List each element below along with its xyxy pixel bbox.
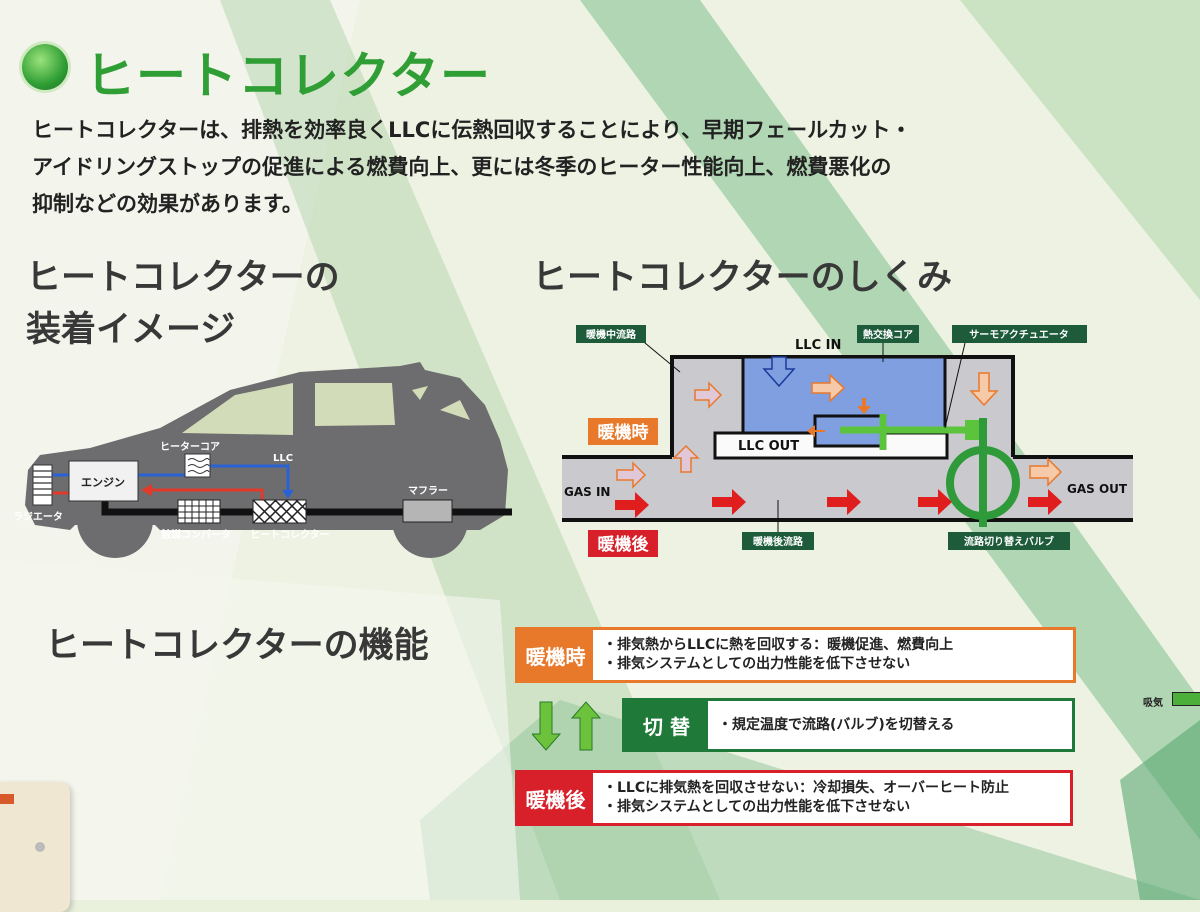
muffler-label: マフラー [408,485,448,497]
heat-collector-icon [252,499,307,524]
function-box-during: 暖機時 ・排気熱からLLCに熱を回収する：暖機促進、燃費向上 ・排気システムとし… [515,627,1076,683]
core-tag: 熱交換コア [863,328,913,341]
function-box-switch: 切 替 ・規定温度で流路(バルブ)を切替える [622,698,1075,752]
intro-line: ヒートコレクターは、排熱を効率良くLLCに伝熱回収することにより、早期フェールカ… [32,118,912,142]
catalyst-icon [177,499,221,524]
valve-tag: 流路切り替えバルブ [964,535,1054,548]
intake-bar [1172,692,1200,706]
install-heading-line: ヒートコレクターの [26,258,340,298]
warmup-flow-arrows [616,381,723,489]
llc-out-label: LLC OUT [738,439,799,454]
exhaust-pipe [101,500,512,516]
intro-text: ヒートコレクターは、排熱を効率良くLLCに伝熱回収することにより、早期フェールカ… [32,112,911,223]
catalyst-label: 触媒コンバータ [160,528,231,541]
gas-in-label: GAS IN [564,485,610,499]
gas-out-label: GAS OUT [1067,482,1128,496]
function-label: 切 替 [625,701,708,749]
mechanism-heading: ヒートコレクターのしくみ [532,258,953,298]
foreground-object [0,782,70,912]
install-heading-line: 装着イメージ [26,310,236,350]
function-line: ・規定温度で流路(バルブ)を切替える [718,716,955,733]
radiator-label: ラジエータ [13,511,63,523]
car-installation-diagram: エンジン ヒーターコア LLC ラジエータ 触媒コンバータ ヒートコレクター マ… [13,362,512,558]
llc-in-arrow-icon [762,356,796,388]
after-path-tag: 暖機後流路 [753,535,804,548]
heater-core-label: ヒーターコア [160,441,220,453]
function-box-after: 暖機後 ・LLCに排気熱を回収させない：冷却損失、オーバーヒート防止 ・排気シス… [515,770,1073,826]
function-line: ・排気システムとしての出力性能を低下させない [603,656,911,672]
engine-box [68,460,139,502]
actuator-tag: サーモアクチュエータ [969,329,1069,341]
intake-label: 吸気 [1143,698,1163,709]
mechanism-diagram: LLC IN LLC OUT GAS IN GAS OUT 暖機中流路 熱交換コ… [562,325,1133,557]
function-line: ・LLCに排気熱を回収させない：冷却損失、オーバーヒート防止 [603,780,1009,796]
during-tag: 暖機時 [598,422,649,443]
llc-line [210,464,290,492]
engine-label: エンジン [81,476,125,489]
switch-arrows-icon [532,701,602,751]
rear-window [315,383,395,426]
llc-label: LLC [273,453,293,464]
llc-in-label: LLC IN [795,338,841,353]
title-bullet-icon [22,44,68,90]
page-title: ヒートコレクター [85,47,491,105]
front-window [182,383,293,435]
after-tag: 暖機後 [598,534,650,555]
intro-line: アイドリングストップの促進による燃費向上、更には冬季のヒーター性能向上、燃費悪化… [32,155,892,179]
function-label: 暖機時 [518,630,593,680]
after-flow-arrows [615,489,1062,518]
radiator-icon [32,464,53,506]
muffler-icon [402,499,453,523]
heater-core-icon [184,453,211,478]
functions-heading: ヒートコレクターの機能 [45,626,429,666]
heat-collector-label: ヒートコレクター [250,529,330,541]
intro-line: 抑制などの効果があります。 [32,192,303,216]
install-heading: ヒートコレクターの 装着イメージ [26,252,340,356]
arrow-down-icon [282,490,294,499]
function-line: ・排気熱からLLCに熱を回収する：暖機促進、燃費向上 [603,637,954,653]
function-line: ・排気システムとしての出力性能を低下させない [603,799,911,815]
warmup-path-tag: 暖機中流路 [586,328,637,341]
function-label: 暖機後 [518,773,593,823]
arrow-left-icon [141,484,152,496]
